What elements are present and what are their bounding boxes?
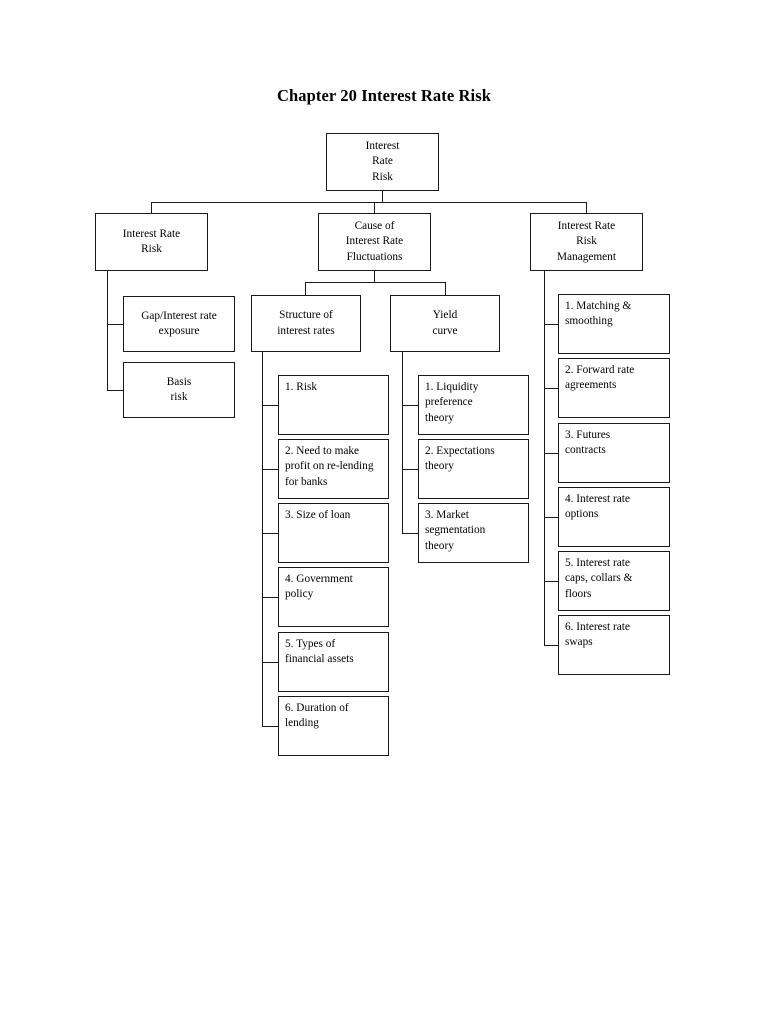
connector-cause-stem	[374, 271, 376, 283]
node-yield-item-3-label: 3. Market segmentation theory	[425, 509, 486, 552]
node-management-item-3-label: 3. Futures contracts	[565, 429, 611, 457]
node-management-item-3[interactable]: 3. Futures contracts	[558, 423, 670, 483]
connector-management-stub-5	[544, 581, 558, 583]
connector-management-stub-4	[544, 517, 558, 519]
node-management-item-4[interactable]: 4. Interest rate options	[558, 487, 670, 547]
node-management-item-5-label: 5. Interest rate caps, collars & floors	[565, 557, 633, 600]
connector-structure-stub-4	[262, 597, 278, 599]
node-structure-item-3-label: 3. Size of loan	[285, 509, 351, 521]
node-management-item-6[interactable]: 6. Interest rate swaps	[558, 615, 670, 675]
connector-left-spine	[107, 271, 109, 391]
node-yield-curve-label: Yield curve	[432, 309, 458, 337]
node-structure-of-interest-rates[interactable]: Structure of interest rates	[251, 295, 361, 352]
connector-yield-spine	[402, 352, 404, 534]
node-management-item-2[interactable]: 2. Forward rate agreements	[558, 358, 670, 418]
node-cause-of-interest-rate-fluctuations[interactable]: Cause of Interest Rate Fluctuations	[318, 213, 431, 271]
node-management-item-5[interactable]: 5. Interest rate caps, collars & floors	[558, 551, 670, 611]
node-management-item-2-label: 2. Forward rate agreements	[565, 364, 635, 392]
connector-left-stub-2	[107, 390, 123, 392]
connector-drop-center	[374, 202, 376, 214]
connector-yield-stub-2	[402, 469, 418, 471]
node-structure-item-4-label: 4. Government policy	[285, 573, 353, 601]
node-yield-curve[interactable]: Yield curve	[390, 295, 500, 352]
node-yield-item-2-label: 2. Expectations theory	[425, 445, 495, 473]
node-structure-item-5-label: 5. Types of financial assets	[285, 638, 354, 666]
node-cause-label: Cause of Interest Rate Fluctuations	[345, 220, 404, 263]
node-management-item-1-label: 1. Matching & smoothing	[565, 300, 632, 328]
node-structure-item-4[interactable]: 4. Government policy	[278, 567, 389, 627]
node-gap-interest-rate-exposure[interactable]: Gap/Interest rate exposure	[123, 296, 235, 352]
node-basis-risk[interactable]: Basis risk	[123, 362, 235, 418]
page-title: Chapter 20 Interest Rate Risk	[276, 86, 492, 105]
node-structure-item-2-label: 2. Need to make profit on re-lending for…	[285, 445, 374, 488]
connector-left-stub-1	[107, 324, 123, 326]
connector-yield-stub-3	[402, 533, 418, 535]
node-yield-item-3[interactable]: 3. Market segmentation theory	[418, 503, 529, 563]
node-interest-rate-risk-label: Interest Rate Risk	[122, 227, 181, 255]
node-structure-item-5[interactable]: 5. Types of financial assets	[278, 632, 389, 692]
node-structure-item-6-label: 6. Duration of lending	[285, 702, 349, 730]
node-structure-label: Structure of interest rates	[277, 309, 335, 337]
node-root-label: Interest Rate Risk	[365, 140, 400, 183]
connector-drop-yield	[445, 282, 447, 296]
connector-cause-bus	[305, 282, 446, 284]
node-interest-rate-risk-management[interactable]: Interest Rate Risk Management	[530, 213, 643, 271]
connector-management-stub-2	[544, 388, 558, 390]
node-yield-item-1-label: 1. Liquidity preference theory	[425, 381, 479, 424]
node-structure-item-1[interactable]: 1. Risk	[278, 375, 389, 435]
connector-structure-stub-2	[262, 469, 278, 471]
node-basis-risk-label: Basis risk	[166, 375, 192, 403]
connector-management-stub-1	[544, 324, 558, 326]
connector-yield-stub-1	[402, 405, 418, 407]
connector-management-stub-3	[544, 453, 558, 455]
node-management-item-6-label: 6. Interest rate swaps	[565, 621, 630, 649]
node-yield-item-2[interactable]: 2. Expectations theory	[418, 439, 529, 499]
connector-management-spine	[544, 271, 546, 646]
connector-structure-spine	[262, 352, 264, 727]
node-yield-item-1[interactable]: 1. Liquidity preference theory	[418, 375, 529, 435]
node-structure-item-3[interactable]: 3. Size of loan	[278, 503, 389, 563]
connector-level2-bus	[151, 202, 587, 204]
connector-drop-structure	[305, 282, 307, 296]
connector-structure-stub-6	[262, 726, 278, 728]
node-structure-item-2[interactable]: 2. Need to make profit on re-lending for…	[278, 439, 389, 499]
node-gap-exposure-label: Gap/Interest rate exposure	[141, 309, 217, 337]
connector-drop-right	[586, 202, 588, 214]
connector-structure-stub-1	[262, 405, 278, 407]
node-management-item-1[interactable]: 1. Matching & smoothing	[558, 294, 670, 354]
node-structure-item-1-label: 1. Risk	[285, 381, 318, 393]
node-root-interest-rate-risk[interactable]: Interest Rate Risk	[326, 133, 439, 191]
connector-structure-stub-5	[262, 662, 278, 664]
connector-root-stem	[382, 191, 384, 203]
node-management-label: Interest Rate Risk Management	[557, 220, 616, 263]
connector-drop-left	[151, 202, 153, 214]
connector-management-stub-6	[544, 645, 558, 647]
node-structure-item-6[interactable]: 6. Duration of lending	[278, 696, 389, 756]
connector-structure-stub-3	[262, 533, 278, 535]
node-interest-rate-risk[interactable]: Interest Rate Risk	[95, 213, 208, 271]
node-management-item-4-label: 4. Interest rate options	[565, 493, 630, 521]
